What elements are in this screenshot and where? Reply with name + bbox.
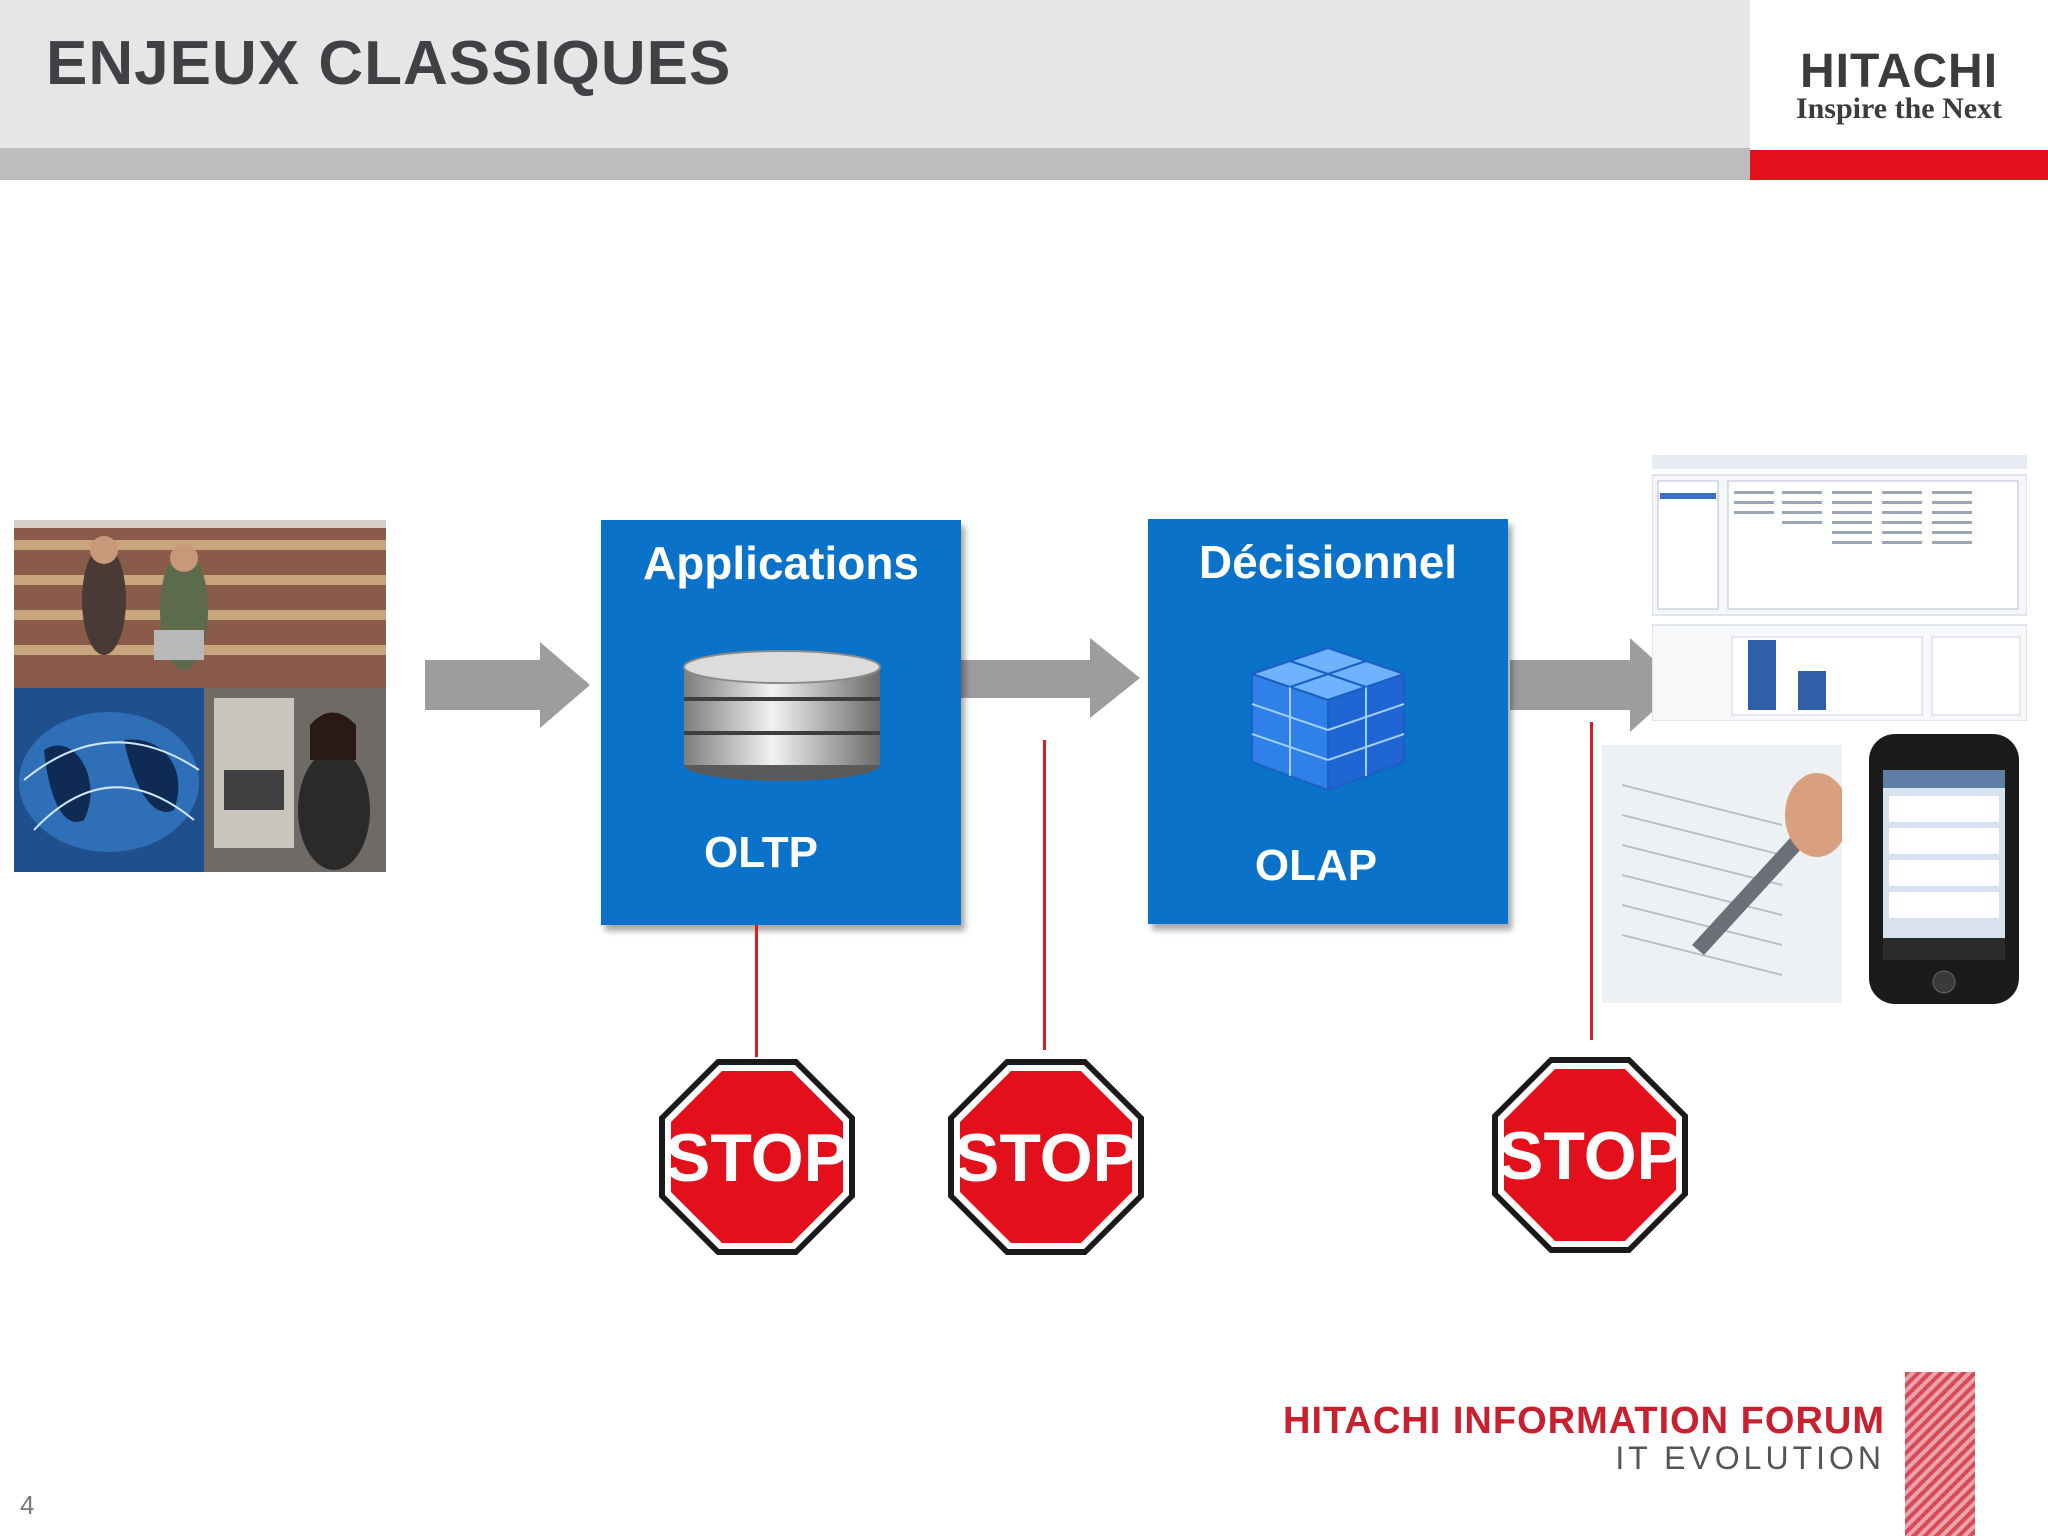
- page-number: 4: [20, 1490, 35, 1520]
- olap-cube-icon: [1248, 646, 1408, 792]
- flow-arrows: [425, 638, 1682, 732]
- stop-sign: STOP: [657, 1057, 857, 1257]
- forum-hatched-bar: [1905, 1372, 1975, 1536]
- finance-document-photo: [1602, 745, 1842, 1003]
- decisionnel-box: Décisionnel OLAP: [1148, 519, 1508, 924]
- stop-sign: STOP: [946, 1057, 1146, 1257]
- header-stripe: [0, 148, 1750, 180]
- applications-box: Applications OLTP: [601, 520, 961, 925]
- arrow-olap-to-reporting: [1510, 638, 1682, 732]
- header-band: [0, 0, 1750, 148]
- atm-photo: [204, 688, 386, 872]
- world-network-photo: [14, 688, 204, 872]
- logo-wordmark: HITACHI: [1799, 45, 1999, 98]
- slide-title: ENJEUX CLASSIQUES: [46, 29, 732, 98]
- hitachi-logo: [1750, 0, 2048, 150]
- arrow-oltp-to-olap: [960, 638, 1140, 718]
- oltp-label: OLTP: [703, 828, 819, 877]
- stop-label: STOP: [1498, 1118, 1682, 1194]
- stop-label: STOP: [954, 1120, 1138, 1196]
- logo-red-bar: [1750, 150, 2048, 180]
- supermarket-photo: [14, 520, 386, 688]
- smartphone-photo: [1869, 734, 2019, 1004]
- logo-tagline: Inspire the Next: [1795, 92, 2003, 125]
- connector-line: [755, 925, 758, 1057]
- stop-sign: STOP: [1490, 1055, 1690, 1255]
- arrow-source-to-oltp: [425, 642, 590, 728]
- forum-title: HITACHI INFORMATION FORUM: [1283, 1400, 1885, 1442]
- forum-subtitle: IT EVOLUTION: [1615, 1440, 1885, 1476]
- olap-label: OLAP: [1254, 841, 1378, 890]
- connector-line: [1043, 740, 1046, 1050]
- applications-title: Applications: [642, 537, 920, 589]
- bi-dashboard-screenshot: [1652, 435, 2027, 721]
- stop-label: STOP: [665, 1120, 849, 1196]
- source-photo-collage: [14, 520, 386, 872]
- database-cylinder-icon: [683, 650, 881, 781]
- decisionnel-title: Décisionnel: [1198, 536, 1458, 588]
- connector-line: [1590, 722, 1593, 1040]
